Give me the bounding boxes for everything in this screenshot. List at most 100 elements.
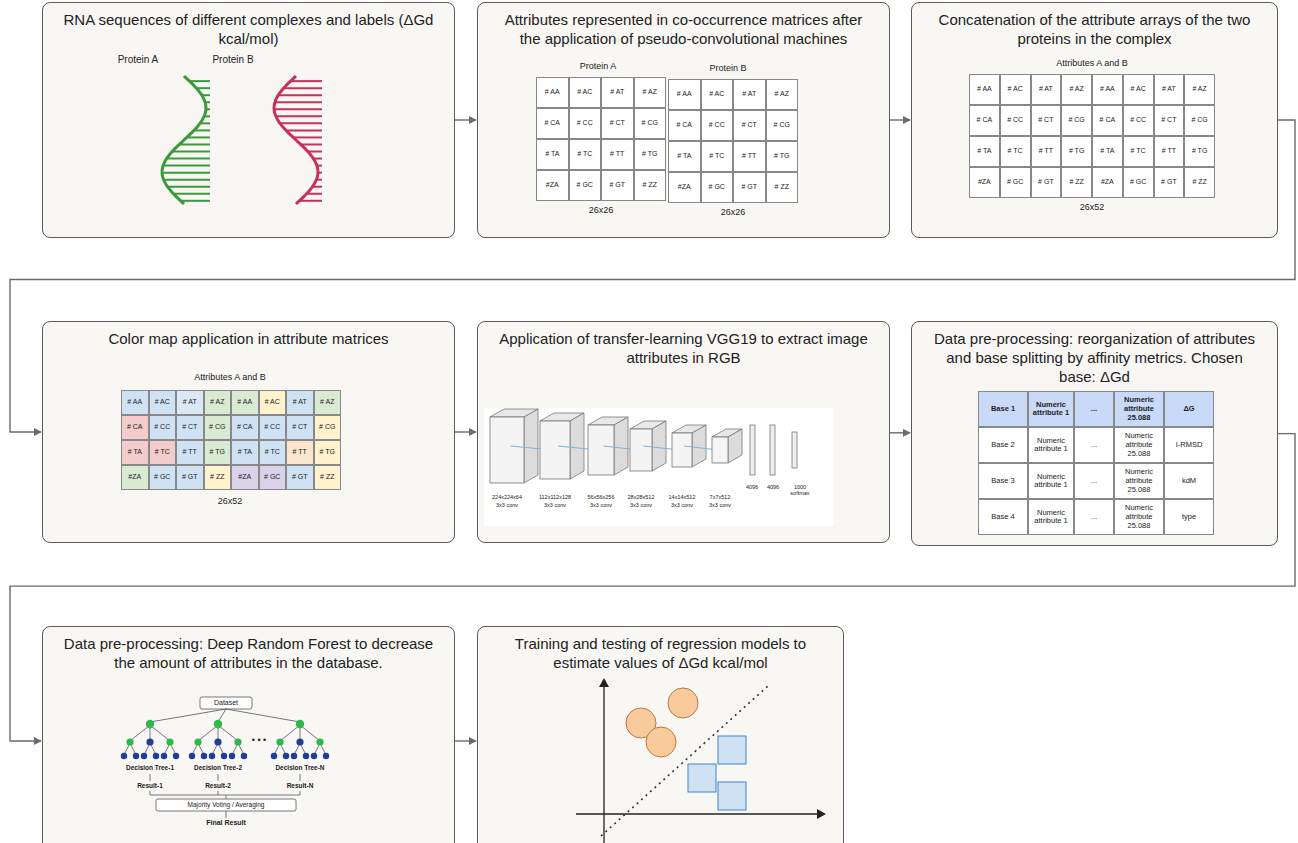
table-cell: type xyxy=(1164,499,1214,535)
strand-rung xyxy=(204,115,210,117)
figure-drawing xyxy=(43,54,456,214)
strand-rung xyxy=(173,192,210,194)
strand-rung xyxy=(308,150,322,152)
matrix-cell: # CC xyxy=(1000,105,1031,136)
layer-size: 112x112x128 xyxy=(539,494,571,500)
strand-rung xyxy=(284,87,322,89)
tree-label: Decision Tree-1 xyxy=(126,764,174,771)
colormap-cell: # AA xyxy=(121,390,149,415)
flow-arrow xyxy=(455,119,476,120)
step-heading: Data pre-processing: reorganization of a… xyxy=(912,322,1277,386)
matrix-cell: # AC xyxy=(569,77,602,108)
matrix-cell: # CC xyxy=(1123,105,1154,136)
strand-rung xyxy=(167,185,210,187)
step-heading: Color map application in attribute matri… xyxy=(43,322,454,349)
dense-layer xyxy=(770,425,775,475)
matrix-cell: # AZ xyxy=(1061,74,1092,105)
colormap-cell: # AZ xyxy=(314,390,342,415)
matrix-cell: # CT xyxy=(601,108,634,139)
table-cell: Numeric attribute 1 xyxy=(1028,499,1074,535)
matrix-cell: # CG xyxy=(766,110,799,141)
strand-rung xyxy=(274,108,322,110)
strand-rung xyxy=(167,157,210,159)
dense-layer xyxy=(750,425,755,475)
strand-rung xyxy=(291,80,322,82)
dimension-label: 26x52 xyxy=(218,496,243,506)
step-figure: Attributes A and B# AA# AC# AT# AZ# AA# … xyxy=(912,54,1277,226)
dense-layer xyxy=(792,432,797,468)
matrix-grid: # AA# AC# AT# AZ# CA# CC# CT# CG# TA# TC… xyxy=(668,79,798,203)
matrix-cell: # GC xyxy=(701,172,734,203)
table-cell: ... xyxy=(1074,391,1114,427)
layer-size: 28x28x512 xyxy=(628,494,655,500)
tree-label: Decision Tree-2 xyxy=(194,764,242,771)
matrix-cell: # CT xyxy=(1031,105,1062,136)
table-cell: Numeric attribute 25.088 xyxy=(1114,463,1164,499)
strand-rung xyxy=(205,101,210,103)
table-cell: Base 4 xyxy=(978,499,1028,535)
matrix-cell: # CG xyxy=(634,108,667,139)
table-cell: ΔG xyxy=(1164,391,1214,427)
layer-size: 14x14x512 xyxy=(669,494,696,500)
matrix-cell: # ZZ xyxy=(1061,167,1092,198)
strand-rung xyxy=(313,185,322,187)
protein-label: Protein B xyxy=(709,63,746,73)
table-cell: Numeric attribute 25.088 xyxy=(1114,499,1164,535)
layer-size: 1000 softmax xyxy=(785,484,815,497)
flow-arrow xyxy=(455,740,476,741)
matrix-grid: # AA# AC# AT# AZ# CA# CC# CT# CG# TA# TC… xyxy=(536,77,666,201)
process-box: Application of transfer-learning VGG19 t… xyxy=(477,321,890,543)
table-cell: Numeric attribute 1 xyxy=(1028,427,1074,463)
matrix-cell: # TT xyxy=(1154,136,1185,167)
colormap-cell: # CT xyxy=(176,415,204,440)
result-label: Result-N xyxy=(287,782,314,789)
strand-rung xyxy=(301,143,322,145)
strand-rung xyxy=(162,171,210,173)
matrix-cell: # AT xyxy=(1031,74,1062,105)
image-panel xyxy=(484,408,834,526)
strand-rung xyxy=(278,94,322,96)
layer-size: 4096 xyxy=(767,484,779,490)
vote-label: Majority Voting / Averaging xyxy=(188,801,265,808)
final-label: Final Result xyxy=(206,819,246,827)
matrix-cell: # TC xyxy=(1000,136,1031,167)
step-heading: Concatenation of the attribute arrays of… xyxy=(912,3,1277,49)
step-figure: DatasetDecision Tree-1Decision Tree-2• •… xyxy=(43,697,454,837)
colormap-cell: # TA xyxy=(231,440,259,465)
process-box: Data pre-processing: reorganization of a… xyxy=(911,321,1278,546)
protein-label: Protein B xyxy=(212,54,253,66)
dimension-label: 26x26 xyxy=(589,205,614,215)
strand-rung xyxy=(313,157,322,159)
colormap-cell: # CG xyxy=(204,415,232,440)
matrix-cell: # ZZ xyxy=(766,172,799,203)
matrix-cell: # CT xyxy=(1154,105,1185,136)
dataset-label: Dataset xyxy=(214,699,238,707)
colormap-cell: # CT xyxy=(286,415,314,440)
matrix-title: Attributes A and B xyxy=(194,372,266,382)
strand-rung xyxy=(189,80,210,82)
matrix-cell: # AZ xyxy=(634,77,667,108)
matrix-cell: # GC xyxy=(569,170,602,201)
matrix-cell: # CC xyxy=(701,110,734,141)
process-box: Color map application in attribute matri… xyxy=(42,321,455,543)
matrix-cell: # GT xyxy=(1154,167,1185,198)
strand-rung xyxy=(293,136,322,138)
strand-rung xyxy=(187,136,210,138)
strand-rung xyxy=(317,164,322,166)
process-box: Training and testing of regression model… xyxy=(477,626,844,843)
figure-drawing xyxy=(478,678,845,843)
step-figure: Base 1Numeric attribute 1...Numeric attr… xyxy=(912,391,1277,541)
colormap-cell: # TT xyxy=(286,440,314,465)
flow-arrow xyxy=(455,431,476,432)
strand-rung xyxy=(181,199,210,201)
step-figure: Protein AProtein B xyxy=(43,54,454,214)
strand-rung xyxy=(194,129,210,131)
matrix-cell: #ZA xyxy=(969,167,1000,198)
flow-arrow xyxy=(890,432,910,433)
table-cell: kdM xyxy=(1164,463,1214,499)
table-cell: Numeric attribute 1 xyxy=(1028,391,1074,427)
matrix-cell: # GC xyxy=(1000,167,1031,198)
table-grid: Base 1Numeric attribute 1...Numeric attr… xyxy=(978,391,1214,535)
matrix-cell: #ZA xyxy=(536,170,569,201)
